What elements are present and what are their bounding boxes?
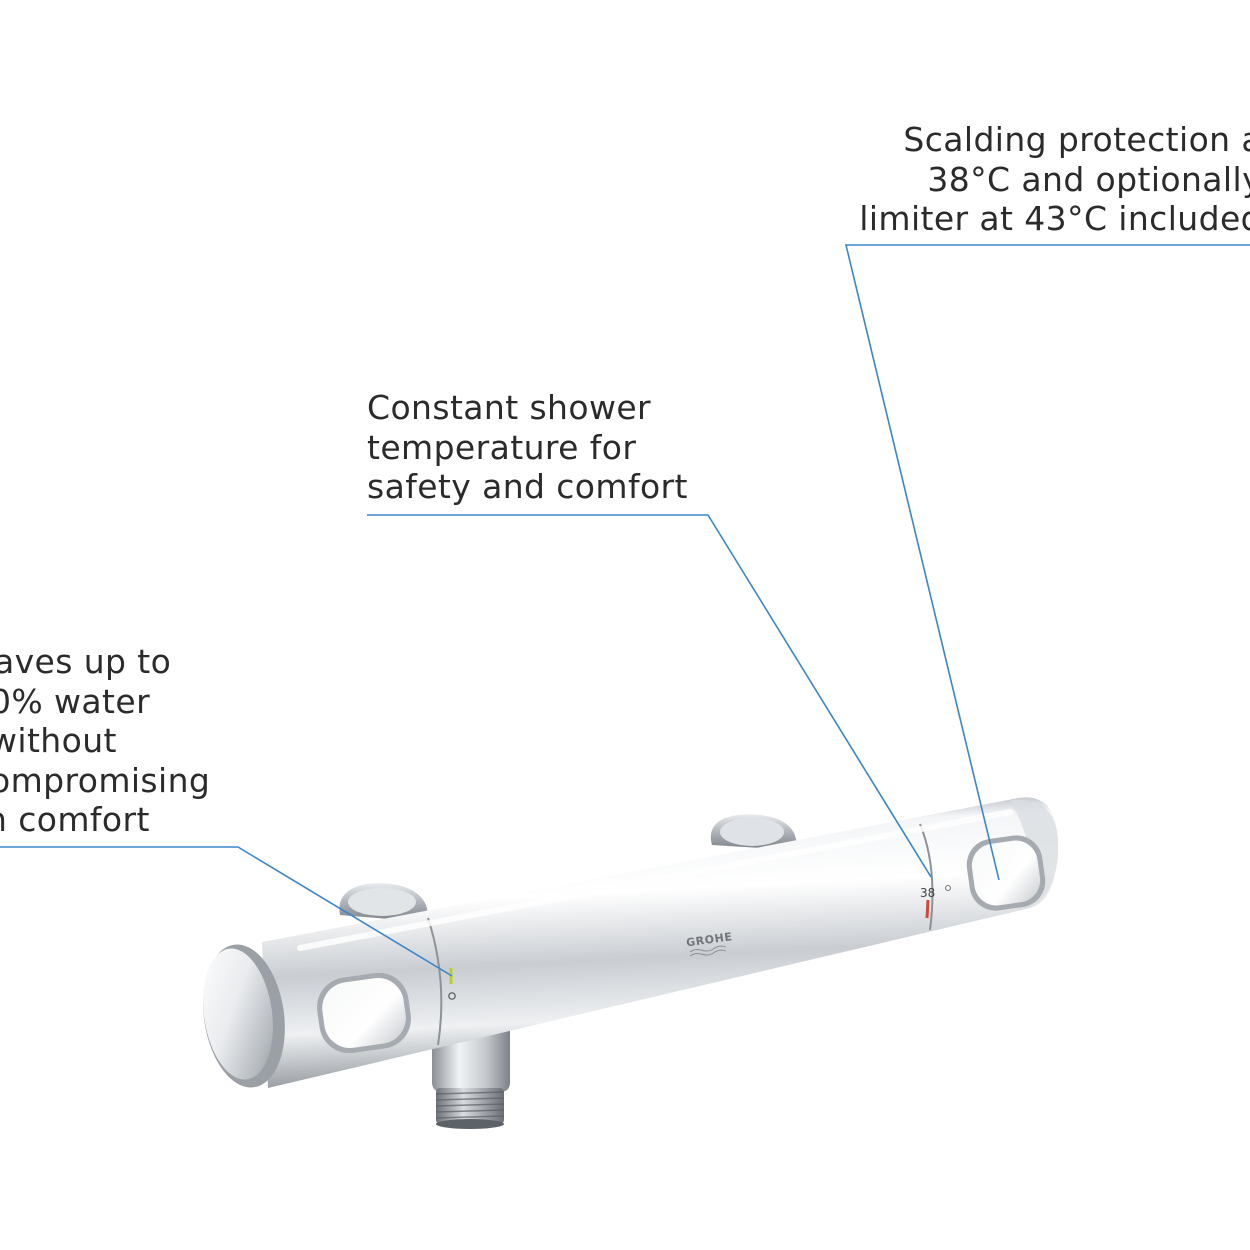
saving-leader-line	[0, 846, 453, 977]
callout-line: ompromising	[0, 760, 211, 800]
callout-constant-temperature: Constant shower temperature for safety a…	[367, 388, 688, 507]
callout-line: temperature for	[367, 427, 637, 467]
brand-logo: GROHE	[685, 930, 733, 949]
left-end-cap	[203, 944, 285, 1088]
callout-scalding-protection: Scalding protection a 38°C and optionall…	[859, 120, 1250, 239]
rear-connector-right	[710, 814, 797, 850]
callout-line: aves up to	[0, 642, 172, 681]
safety-stop-button[interactable]	[963, 832, 1048, 914]
temperature-dial-value: 38	[920, 886, 935, 900]
callout-line: without	[0, 721, 117, 760]
outlet-connector	[432, 1022, 510, 1129]
callout-line: Scalding protection a	[903, 120, 1250, 159]
rear-connector-left	[339, 883, 428, 922]
callout-line: limiter at 43°C included	[859, 199, 1250, 238]
scalding-leader-line	[844, 244, 1250, 881]
callout-line: Constant shower	[367, 388, 652, 427]
callout-line: 38°C and optionally	[927, 159, 1250, 199]
callout-line: n comfort	[0, 800, 150, 839]
flow-control-button[interactable]	[313, 969, 415, 1057]
callout-water-saving: aves up to 0% water without ompromising …	[0, 642, 210, 840]
hot-marker	[925, 899, 930, 919]
callout-line: 0% water	[0, 681, 151, 721]
callout-line: safety and comfort	[367, 467, 688, 506]
constant-leader-line	[367, 514, 932, 878]
